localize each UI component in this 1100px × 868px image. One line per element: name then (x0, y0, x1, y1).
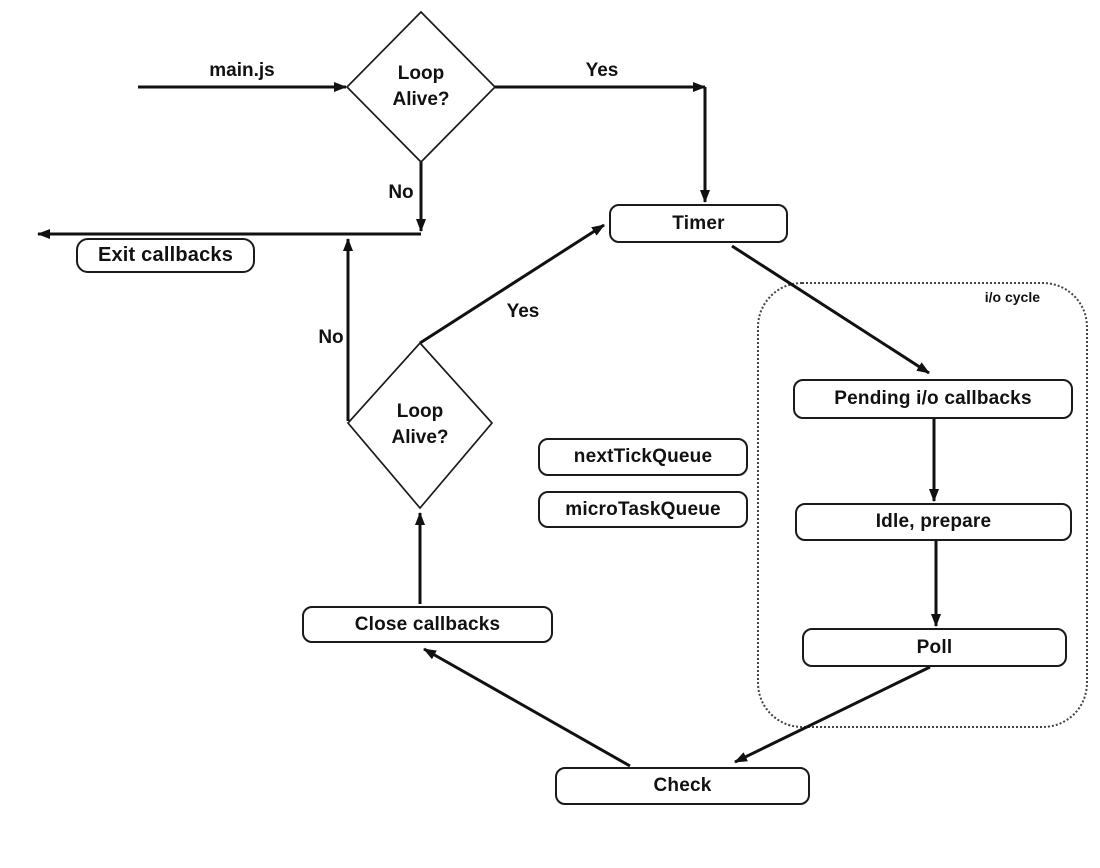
node-next-tick-queue: nextTickQueue (538, 438, 748, 476)
arrow-yes-bottom-to-timer (419, 223, 605, 345)
io-cycle-group-label: i/o cycle (984, 289, 1040, 305)
node-micro-task-queue: microTaskQueue (538, 491, 748, 528)
node-poll: Poll (802, 628, 1067, 667)
edge-label-no-bottom: No (318, 327, 344, 348)
edge-label-yes-bottom: Yes (506, 301, 540, 322)
node-idle-prepare: Idle, prepare (795, 503, 1072, 541)
arrow-poll-to-check (734, 665, 931, 764)
decision-diamond-top (345, 10, 497, 164)
node-exit-callbacks: Exit callbacks (76, 238, 255, 273)
decision-diamond-bottom (346, 341, 494, 510)
arrow-check-to-close-callbacks (423, 647, 631, 768)
edge-label-no-top: No (388, 182, 414, 203)
arrow-timer-to-pending (731, 244, 930, 375)
edge-label-main-js: main.js (209, 60, 275, 81)
node-close-callbacks: Close callbacks (302, 606, 553, 643)
decision-top-label: Loop Alive? (392, 63, 450, 110)
decision-bottom-label: Loop Alive? (391, 401, 449, 448)
node-timer: Timer (609, 204, 788, 243)
node-check: Check (555, 767, 810, 805)
edge-label-yes-top: Yes (585, 60, 619, 81)
node-pending-io-callbacks: Pending i/o callbacks (793, 379, 1073, 419)
